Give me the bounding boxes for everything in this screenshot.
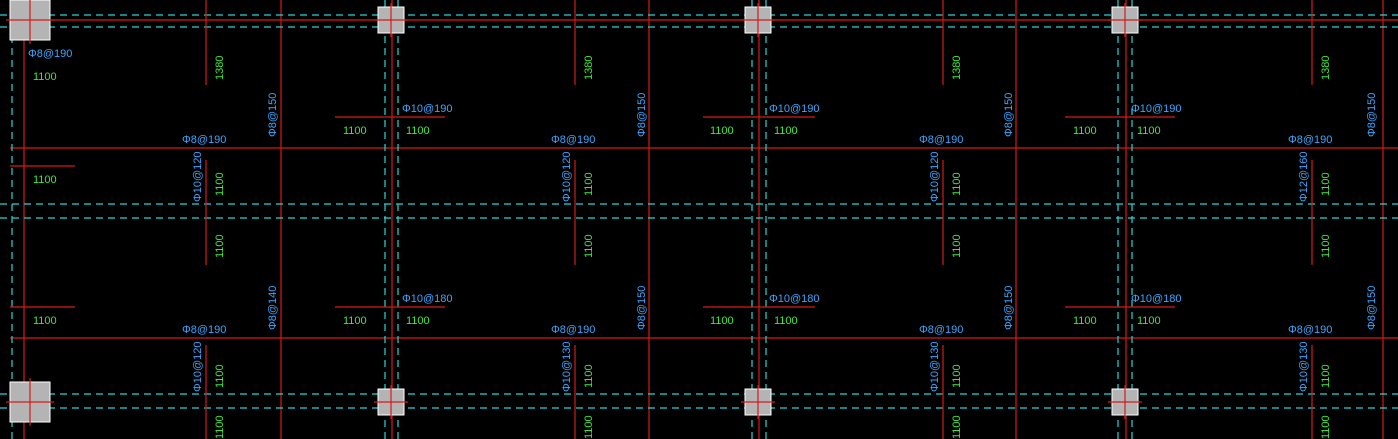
rebar-label: Φ8@190 xyxy=(1288,324,1332,336)
rebar-label: 1100 xyxy=(214,364,226,388)
rebar-label: Φ8@150 xyxy=(636,93,648,137)
rebar-label: 1380 xyxy=(583,56,595,80)
rebar-label: Φ10@180 xyxy=(769,293,820,305)
rebar-label: 1380 xyxy=(214,56,226,80)
rebar-label: Φ8@190 xyxy=(182,134,226,146)
rebar-label: 1100 xyxy=(33,174,57,186)
rebar-label: Φ10@180 xyxy=(402,293,453,305)
rebar-label: 1100 xyxy=(1320,364,1332,388)
rebar-label: 1100 xyxy=(774,315,798,327)
rebar-label: 1100 xyxy=(343,315,367,327)
rebar-label: Φ10@130 xyxy=(561,341,573,392)
rebar-label: Φ8@150 xyxy=(1003,93,1015,137)
rebar-label: 1100 xyxy=(951,364,963,388)
rebar-label: Φ10@190 xyxy=(769,103,820,115)
rebar-label: 1100 xyxy=(214,172,226,196)
rebar-label: Φ8@150 xyxy=(267,93,279,137)
rebar-label: 1380 xyxy=(1320,56,1332,80)
rebar-label: 1100 xyxy=(583,364,595,388)
rebar-label: 1100 xyxy=(1320,415,1332,439)
rebar-label: 1100 xyxy=(1137,315,1161,327)
rebar-label: Φ8@150 xyxy=(636,286,648,330)
rebar-label: 1100 xyxy=(33,71,57,83)
rebar-label: Φ10@180 xyxy=(1131,293,1182,305)
rebar-label: Φ12@160 xyxy=(1298,151,1310,202)
rebar-label: 1100 xyxy=(774,125,798,137)
rebar-label: Φ10@120 xyxy=(192,151,204,202)
rebar-label: 1100 xyxy=(343,125,367,137)
rebar-label: Φ10@120 xyxy=(561,151,573,202)
rebar-label: Φ8@190 xyxy=(551,324,595,336)
rebar-label: Φ8@140 xyxy=(267,286,279,330)
rebar-label: 1100 xyxy=(214,234,226,258)
rebar-label: Φ8@150 xyxy=(1003,286,1015,330)
rebar-label: 1100 xyxy=(214,415,226,439)
rebar-label: Φ8@190 xyxy=(551,134,595,146)
rebar-label: 1100 xyxy=(951,234,963,258)
rebar-label: 1100 xyxy=(710,125,734,137)
rebar-label: 1100 xyxy=(1137,125,1161,137)
rebar-label: Φ10@190 xyxy=(1131,103,1182,115)
rebar-label: 1100 xyxy=(710,315,734,327)
rebar-label: 1100 xyxy=(583,172,595,196)
rebar-label: Φ8@190 xyxy=(28,48,72,60)
rebar-label: Φ10@120 xyxy=(929,151,941,202)
rebar-label: 1100 xyxy=(406,125,430,137)
rebar-label: 1100 xyxy=(951,415,963,439)
column-markers xyxy=(6,0,1142,426)
rebar-label: Φ10@130 xyxy=(1298,341,1310,392)
rebar-label: 1100 xyxy=(583,234,595,258)
rebar-label: Φ8@190 xyxy=(919,134,963,146)
rebar-label: 1380 xyxy=(951,56,963,80)
rebar-label: 1100 xyxy=(583,415,595,439)
rebar-label: 1100 xyxy=(1073,125,1097,137)
rebar-label: Φ8@190 xyxy=(919,324,963,336)
rebar-label: Φ8@150 xyxy=(1366,286,1378,330)
rebar-label: 1100 xyxy=(406,315,430,327)
rebar-label: 1100 xyxy=(33,315,57,327)
rebar-label: Φ8@190 xyxy=(182,324,226,336)
rebar-label: 1100 xyxy=(1073,315,1097,327)
rebar-label: Φ10@120 xyxy=(192,341,204,392)
rebar-label: 1100 xyxy=(951,172,963,196)
rebar-label: Φ10@130 xyxy=(929,341,941,392)
rebar-label: 1100 xyxy=(1320,172,1332,196)
rebar-label: 1100 xyxy=(1320,234,1332,258)
rebar-label: Φ8@150 xyxy=(1366,93,1378,137)
rebar-label: Φ8@190 xyxy=(1288,134,1332,146)
rebar-label: Φ10@190 xyxy=(402,103,453,115)
